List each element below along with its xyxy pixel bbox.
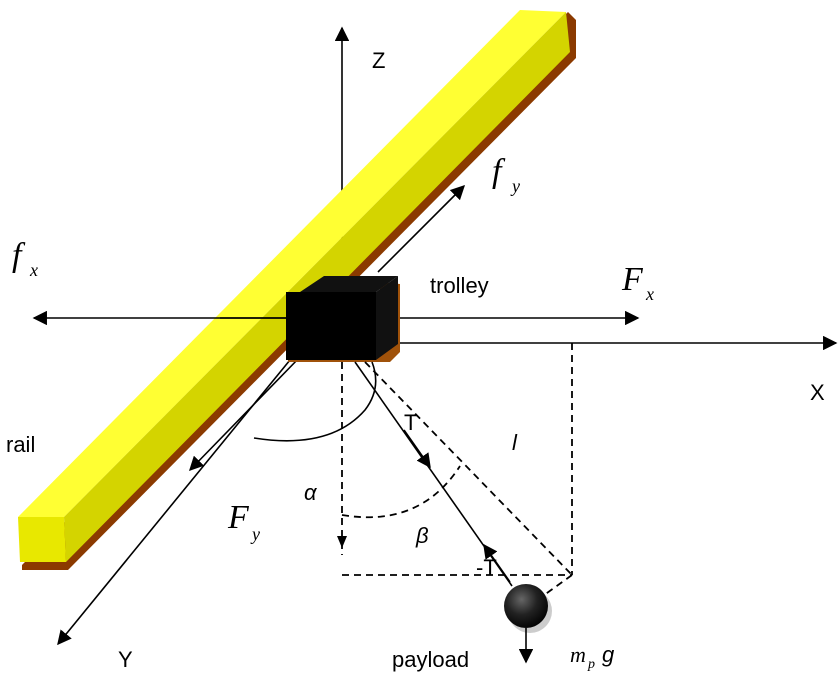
dashed-corner-to-payload [539, 574, 573, 599]
trolley [286, 276, 400, 362]
length-label: l [512, 430, 518, 455]
alpha-arc [253, 361, 377, 442]
payload-ball [504, 584, 548, 628]
fx-label: f x [12, 237, 38, 280]
rail [18, 10, 576, 570]
fy-arrow [377, 184, 466, 273]
tension-arrow [403, 429, 431, 469]
Fx-sub: x [645, 284, 654, 304]
mpg-sub: p [587, 657, 595, 672]
tension-label: T [404, 410, 417, 435]
dashed-to-corner [364, 361, 573, 576]
z-axis-label: Z [372, 48, 385, 73]
x-axis-label: X [810, 380, 825, 405]
trolley-label: trolley [430, 273, 489, 298]
trolley-top [300, 276, 398, 292]
rail-end-face [18, 517, 66, 562]
alpha-label: α [304, 480, 318, 505]
neg-tension-arrow [483, 543, 511, 583]
fy-label: f y [492, 153, 520, 196]
neg-tension-label: -T [476, 555, 497, 580]
Fy-sub: y [250, 524, 260, 544]
y-axis-label: Y [118, 647, 133, 672]
fx-sub: x [29, 260, 38, 280]
fx-main: f [12, 237, 26, 274]
fy-sub: y [510, 176, 520, 196]
Fy-main: F [227, 499, 250, 536]
Fx-main: F [621, 261, 644, 298]
beta-arc [341, 465, 461, 519]
fy-main: f [492, 153, 506, 190]
payload-label: payload [392, 647, 469, 672]
mpg-label: m p g [570, 642, 615, 672]
beta-label: β [415, 523, 429, 548]
mpg-g: g [602, 642, 615, 667]
rail-label: rail [6, 432, 35, 457]
trolley-side [376, 276, 398, 360]
vertical-arrowhead [337, 536, 347, 548]
Fx-label: F x [621, 261, 654, 304]
Fy-arrow [188, 356, 301, 472]
trolley-front [286, 292, 376, 360]
mpg-m: m [570, 642, 586, 667]
Fy-label: F y [227, 499, 260, 544]
rail-top-face [18, 10, 566, 517]
